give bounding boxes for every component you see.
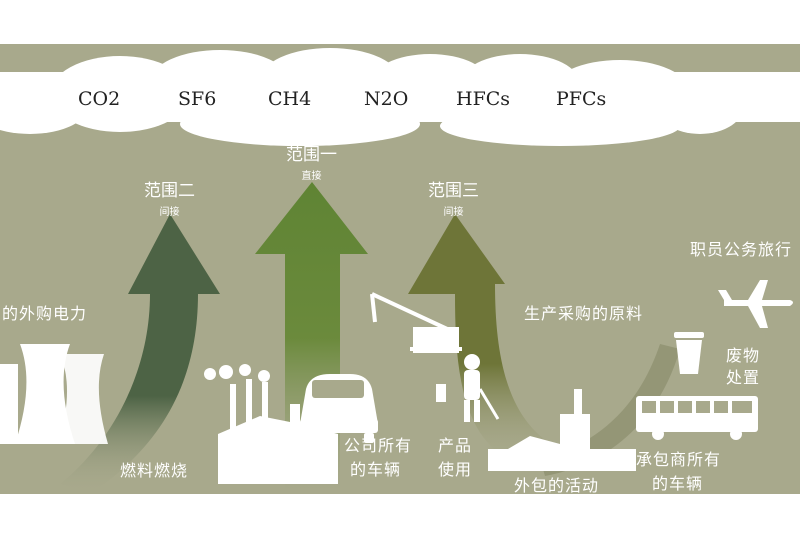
waste-bin-icon [674, 332, 704, 374]
scope1-title: 范围一 直接 [286, 140, 337, 182]
label-contractor-vehicles-2: 的车辆 [652, 474, 704, 493]
scope3-subtitle: 间接 [443, 207, 464, 218]
bus-icon [636, 396, 758, 440]
label-outsourced: 外包的活动 [514, 476, 600, 494]
cloud [0, 48, 800, 146]
gas-sf6: SF6 [178, 88, 217, 110]
cooling-towers-icon [0, 344, 108, 444]
gas-pfcs: PFCs [556, 88, 607, 110]
gas-ch4: CH4 [268, 88, 312, 110]
label-company-vehicles-1: 公司所有 [344, 436, 413, 455]
gas-co2: CO2 [78, 88, 121, 110]
scope3-title-text: 范围三 [428, 181, 479, 201]
label-purchased-power: 的外购电力 [2, 304, 88, 323]
label-waste-1: 废物 [726, 346, 761, 365]
label-waste-2: 处置 [726, 368, 761, 387]
label-contractor-vehicles-1: 承包商所有 [636, 450, 722, 469]
label-product-use-1: 产品 [438, 436, 473, 455]
scope2-title: 范围二 间接 [144, 176, 195, 218]
outsourced-factory-icon [488, 389, 636, 471]
label-product-use-2: 使用 [438, 460, 473, 479]
label-raw-materials: 生产采购的原料 [524, 304, 644, 323]
diagram-artwork [0, 48, 800, 494]
car-icon [300, 374, 378, 443]
scope3-arrow [408, 214, 560, 464]
scope2-arrow [60, 214, 220, 494]
gas-n2o: N2O [364, 88, 409, 110]
scope3-title: 范围三 间接 [428, 176, 479, 218]
scope1-title-text: 范围一 [286, 145, 337, 165]
label-fuel-combustion: 燃料燃烧 [120, 461, 189, 480]
scope2-title-text: 范围二 [144, 181, 195, 201]
airplane-icon [718, 280, 793, 328]
label-company-vehicles-2: 的车辆 [350, 460, 402, 479]
scope2-subtitle: 间接 [159, 207, 180, 218]
scope1-subtitle: 直接 [301, 171, 322, 182]
gas-hfcs: HFCs [456, 88, 511, 110]
diagram-panel: CO2 SF6 CH4 N2O HFCs PFCs 范围二 间接 范围一 直接 … [0, 44, 800, 494]
worker-icon [436, 354, 500, 422]
crane-icon [370, 292, 462, 353]
label-business-travel: 职员公务旅行 [690, 240, 793, 259]
